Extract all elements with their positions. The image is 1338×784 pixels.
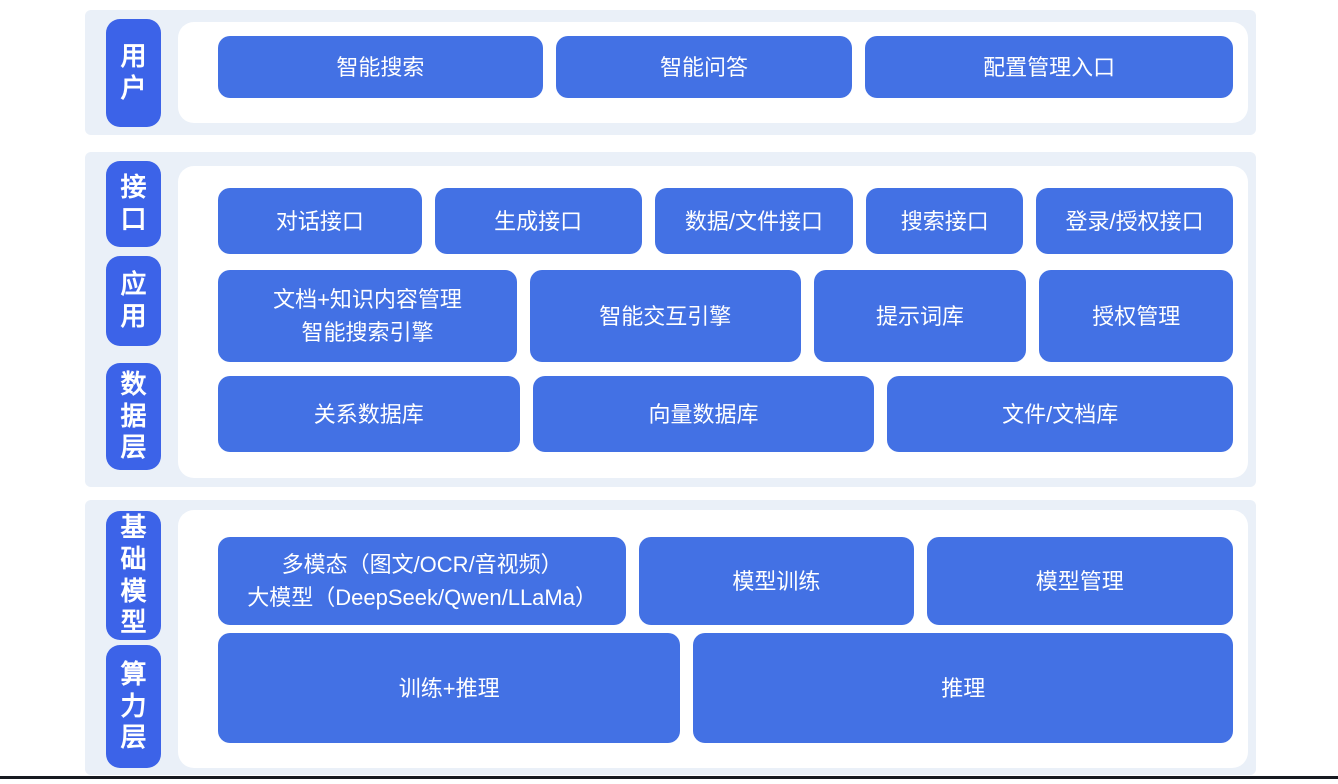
box-generation-api: 生成接口 — [434, 188, 642, 254]
section-middle-layers: 接口 应用 数据层 对话接口 生成接口 数据/文件接口 搜索接口 登录/授权接口… — [85, 152, 1256, 487]
section-user-layer: 用户 智能搜索 智能问答 配置管理入口 — [85, 10, 1256, 135]
box-smart-qa: 智能问答 — [555, 36, 853, 98]
box-search-api: 搜索接口 — [866, 188, 1024, 254]
box-auth-management: 授权管理 — [1039, 270, 1233, 362]
box-login-auth-api: 登录/授权接口 — [1036, 188, 1233, 254]
box-smart-search: 智能搜索 — [218, 36, 543, 98]
box-vector-db: 向量数据库 — [532, 376, 875, 452]
box-relational-db: 关系数据库 — [218, 376, 520, 452]
foundation-model-row: 多模态（图文/OCR/音视频） 大模型（DeepSeek/Qwen/LLaMa）… — [218, 537, 1234, 625]
side-label-interface: 接口 — [106, 161, 161, 247]
compute-layer-row: 训练+推理 推理 — [218, 633, 1233, 743]
box-dialog-api: 对话接口 — [218, 188, 422, 254]
side-label-foundation-model-text: 基础模型 — [120, 512, 147, 638]
side-label-compute-layer: 算力层 — [106, 645, 161, 768]
box-data-file-api: 数据/文件接口 — [654, 188, 854, 254]
side-label-user-text: 用户 — [120, 41, 147, 103]
side-label-compute-layer-text: 算力层 — [120, 658, 147, 753]
side-label-application: 应用 — [106, 256, 161, 346]
middle-layers-panel: 对话接口 生成接口 数据/文件接口 搜索接口 登录/授权接口 文档+知识内容管理… — [178, 166, 1248, 478]
side-label-foundation-model: 基础模型 — [106, 511, 161, 640]
side-label-data-layer: 数据层 — [106, 363, 161, 470]
side-label-user: 用户 — [106, 19, 161, 127]
user-layer-row: 智能搜索 智能问答 配置管理入口 — [218, 36, 1233, 98]
side-label-interface-text: 接口 — [120, 172, 147, 234]
side-label-data-layer-text: 数据层 — [120, 368, 147, 463]
interface-row: 对话接口 生成接口 数据/文件接口 搜索接口 登录/授权接口 — [218, 188, 1233, 254]
box-doc-knowledge-search-engine: 文档+知识内容管理 智能搜索引擎 — [218, 270, 517, 362]
box-model-training: 模型训练 — [639, 537, 914, 625]
box-model-management: 模型管理 — [926, 537, 1234, 625]
box-inference: 推理 — [693, 633, 1233, 743]
box-prompt-library: 提示词库 — [813, 270, 1027, 362]
box-multimodal-llm: 多模态（图文/OCR/音视频） 大模型（DeepSeek/Qwen/LLaMa） — [218, 537, 627, 625]
application-row: 文档+知识内容管理 智能搜索引擎 智能交互引擎 提示词库 授权管理 — [218, 270, 1233, 362]
user-layer-panel: 智能搜索 智能问答 配置管理入口 — [178, 22, 1248, 123]
side-label-application-text: 应用 — [120, 269, 147, 331]
box-smart-interaction-engine: 智能交互引擎 — [529, 270, 801, 362]
data-layer-row: 关系数据库 向量数据库 文件/文档库 — [218, 376, 1233, 452]
bottom-rule — [0, 776, 1338, 779]
box-file-doc-store: 文件/文档库 — [887, 376, 1233, 452]
foundation-layers-panel: 多模态（图文/OCR/音视频） 大模型（DeepSeek/Qwen/LLaMa）… — [178, 510, 1248, 768]
box-training-inference: 训练+推理 — [218, 633, 681, 743]
section-foundation-layers: 基础模型 算力层 多模态（图文/OCR/音视频） 大模型（DeepSeek/Qw… — [85, 500, 1256, 775]
box-config-management-entry: 配置管理入口 — [865, 36, 1233, 98]
